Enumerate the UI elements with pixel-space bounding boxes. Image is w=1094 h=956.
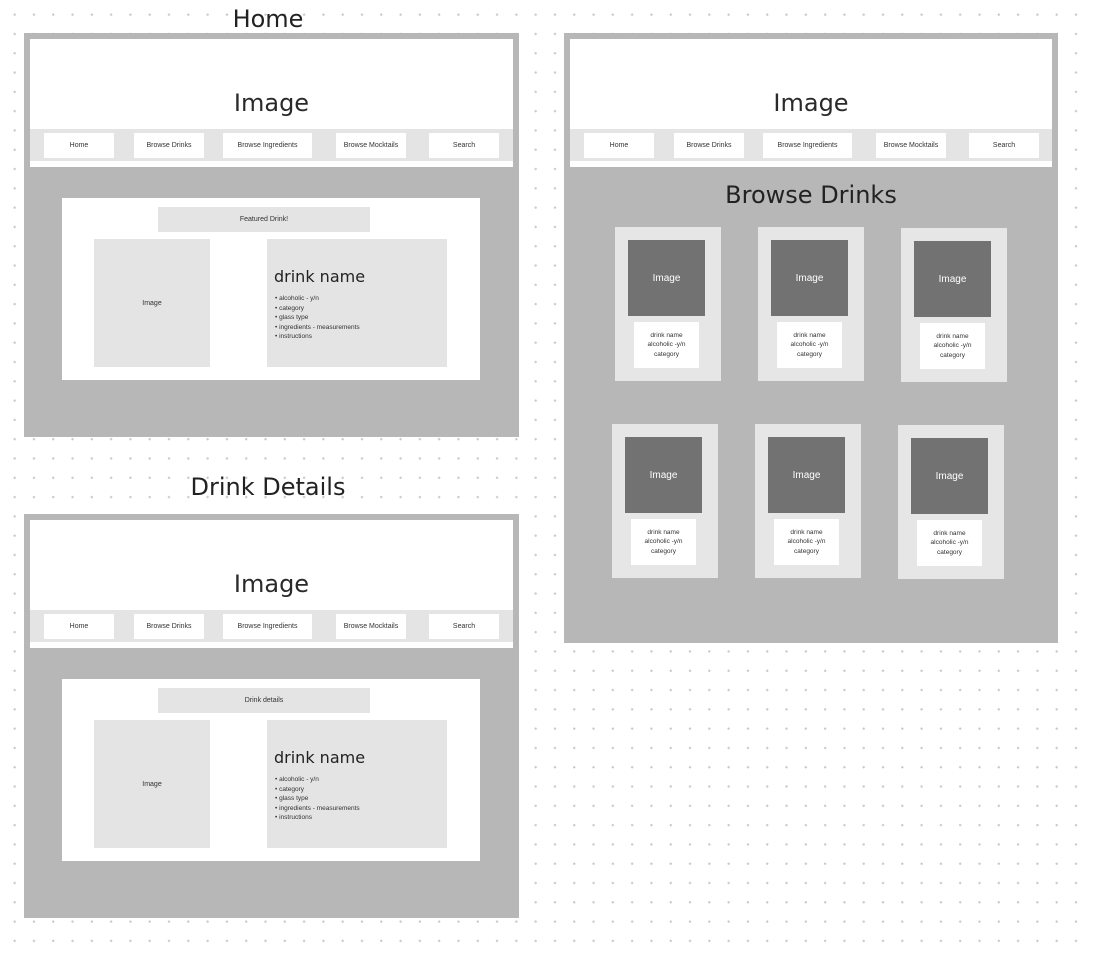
drink-name: drink name xyxy=(274,748,366,767)
drink-card-image: Image xyxy=(911,438,988,514)
nav-home-button[interactable]: Home xyxy=(584,133,654,158)
drink-card-info: drink name alcoholic -y/n category xyxy=(920,323,985,369)
drink-card-name: drink name xyxy=(936,332,969,340)
nav-browse-mocktails-button[interactable]: Browse Mocktails xyxy=(876,133,946,158)
nav-search-button[interactable]: Search xyxy=(969,133,1039,158)
drink-card-name: drink name xyxy=(933,529,966,537)
detail-alcoholic: alcoholic - y/n xyxy=(275,775,360,785)
drink-card[interactable]: Image drink name alcoholic -y/n category xyxy=(612,424,718,578)
drink-card-alcoholic: alcoholic -y/n xyxy=(790,341,829,349)
drink-card[interactable]: Image drink name alcoholic -y/n category xyxy=(615,227,721,381)
nav-search-button[interactable]: Search xyxy=(429,614,499,639)
drink-card-name: drink name xyxy=(793,331,826,339)
drink-card-info: drink name alcoholic -y/n category xyxy=(777,322,842,368)
drink-details-frame-title: Drink Details xyxy=(190,473,346,501)
browse-drinks-heading: Browse Drinks xyxy=(725,181,897,209)
drink-card-info: drink name alcoholic -y/n category xyxy=(631,519,696,565)
drink-card-category: category xyxy=(937,548,962,556)
drink-card-alcoholic: alcoholic -y/n xyxy=(647,341,686,349)
drink-card-name: drink name xyxy=(790,528,823,536)
nav-home-button[interactable]: Home xyxy=(44,133,114,158)
drink-card-image: Image xyxy=(771,240,848,316)
detail-alcoholic: alcoholic - y/n xyxy=(275,294,360,304)
detail-glass-type: glass type xyxy=(275,794,360,804)
drink-details-list: alcoholic - y/n category glass type ingr… xyxy=(275,775,360,823)
drink-card-alcoholic: alcoholic -y/n xyxy=(644,538,683,546)
featured-drink-info: drink name alcoholic - y/n category glas… xyxy=(267,239,447,367)
drink-card-alcoholic: alcoholic -y/n xyxy=(930,539,969,547)
detail-instructions: instructions xyxy=(275,813,360,823)
detail-instructions: instructions xyxy=(275,332,360,342)
header-image-placeholder: Image xyxy=(233,570,310,598)
nav-search-button[interactable]: Search xyxy=(429,133,499,158)
drink-card-category: category xyxy=(940,351,965,359)
drink-card-info: drink name alcoholic -y/n category xyxy=(634,322,699,368)
nav-browse-drinks-button[interactable]: Browse Drinks xyxy=(134,614,204,639)
home-frame-title: Home xyxy=(232,5,304,33)
drink-card-image: Image xyxy=(914,241,991,317)
drink-card-info: drink name alcoholic -y/n category xyxy=(774,519,839,565)
nav-bar: Home Browse Drinks Browse Ingredients Br… xyxy=(30,610,513,642)
featured-drink-image: Image xyxy=(94,239,210,367)
drink-card-alcoholic: alcoholic -y/n xyxy=(933,342,972,350)
drink-name: drink name xyxy=(274,267,366,286)
drink-card-name: drink name xyxy=(650,331,683,339)
nav-browse-mocktails-button[interactable]: Browse Mocktails xyxy=(336,133,406,158)
detail-category: category xyxy=(275,785,360,795)
drink-card-category: category xyxy=(654,350,679,358)
drink-card-category: category xyxy=(651,547,676,555)
drink-info: drink name alcoholic - y/n category glas… xyxy=(267,720,447,848)
nav-browse-ingredients-button[interactable]: Browse Ingredients xyxy=(223,133,312,158)
featured-drink-panel: Featured Drink! Image drink name alcohol… xyxy=(62,198,480,380)
nav-browse-ingredients-button[interactable]: Browse Ingredients xyxy=(763,133,852,158)
drink-image: Image xyxy=(94,720,210,848)
detail-ingredients: ingredients - measurements xyxy=(275,323,360,333)
nav-browse-drinks-button[interactable]: Browse Drinks xyxy=(674,133,744,158)
drink-card[interactable]: Image drink name alcoholic -y/n category xyxy=(898,425,1004,579)
header-image-placeholder: Image xyxy=(233,89,310,117)
drink-card[interactable]: Image drink name alcoholic -y/n category xyxy=(758,227,864,381)
drink-card[interactable]: Image drink name alcoholic -y/n category xyxy=(901,228,1007,382)
detail-category: category xyxy=(275,304,360,314)
header-image-placeholder: Image xyxy=(773,89,849,117)
drink-details-frame: Image Home Browse Drinks Browse Ingredie… xyxy=(24,514,519,918)
drink-details-panel: Drink details Image drink name alcoholic… xyxy=(62,679,480,861)
drink-card-category: category xyxy=(797,350,822,358)
drink-card[interactable]: Image drink name alcoholic -y/n category xyxy=(755,424,861,578)
nav-browse-mocktails-button[interactable]: Browse Mocktails xyxy=(336,614,406,639)
nav-bar: Home Browse Drinks Browse Ingredients Br… xyxy=(570,129,1052,161)
drink-card-name: drink name xyxy=(647,528,680,536)
drink-card-info: drink name alcoholic -y/n category xyxy=(917,520,982,566)
featured-drink-heading: Featured Drink! xyxy=(158,207,370,232)
drink-card-image: Image xyxy=(625,437,702,513)
drink-details-heading: Drink details xyxy=(158,688,370,713)
drink-details-list: alcoholic - y/n category glass type ingr… xyxy=(275,294,360,342)
browse-drinks-frame: Image Home Browse Drinks Browse Ingredie… xyxy=(564,33,1058,643)
detail-ingredients: ingredients - measurements xyxy=(275,804,360,814)
nav-browse-drinks-button[interactable]: Browse Drinks xyxy=(134,133,204,158)
drink-card-image: Image xyxy=(628,240,705,316)
drink-card-alcoholic: alcoholic -y/n xyxy=(787,538,826,546)
nav-home-button[interactable]: Home xyxy=(44,614,114,639)
detail-glass-type: glass type xyxy=(275,313,360,323)
home-frame: Image Home Browse Drinks Browse Ingredie… xyxy=(24,33,519,437)
drink-card-image: Image xyxy=(768,437,845,513)
nav-bar: Home Browse Drinks Browse Ingredients Br… xyxy=(30,129,513,161)
drink-card-category: category xyxy=(794,547,819,555)
nav-browse-ingredients-button[interactable]: Browse Ingredients xyxy=(223,614,312,639)
